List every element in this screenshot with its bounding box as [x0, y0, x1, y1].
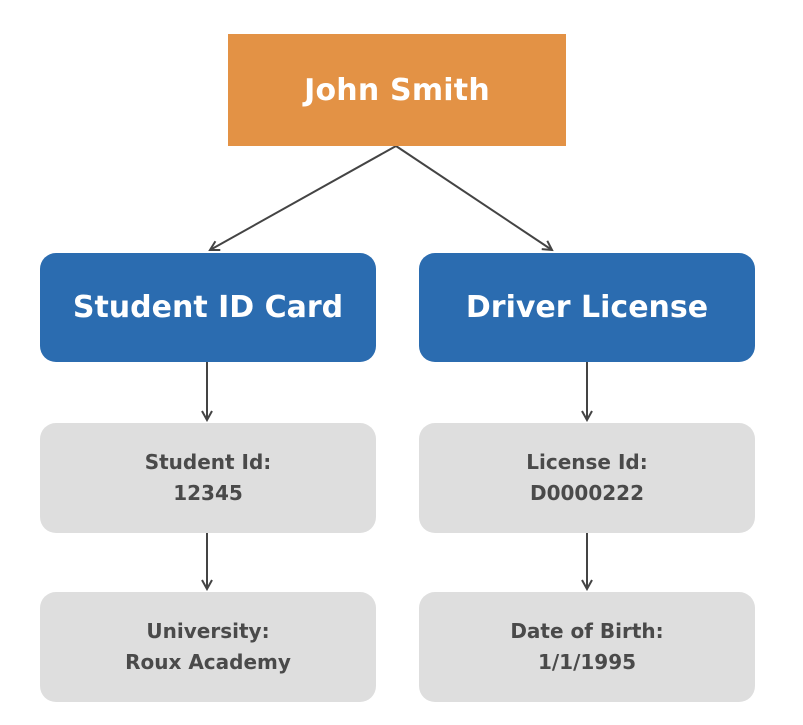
field-label: Date of Birth:: [510, 619, 664, 643]
field-value: D0000222: [529, 481, 644, 505]
info-node-date-of-birth: Date of Birth: 1/1/1995: [419, 592, 755, 702]
info-node-university: University: Roux Academy: [40, 592, 376, 702]
card-node-driver-license: Driver License: [419, 253, 755, 362]
root-node-label: John Smith: [304, 72, 490, 108]
field-value: Roux Academy: [125, 650, 291, 674]
card-node-label: Student ID Card: [72, 290, 344, 325]
field-label: Student Id:: [144, 450, 272, 474]
field-label: License Id:: [526, 450, 648, 474]
arrow-root-to-student-card: [210, 145, 397, 250]
card-node-label: Driver License: [465, 290, 709, 325]
info-node-license-id: License Id: D0000222: [419, 423, 755, 533]
field-value: 12345: [173, 481, 243, 505]
info-node-student-id: Student Id: 12345: [40, 423, 376, 533]
arrow-root-to-driver-license: [395, 145, 552, 250]
field-value: 1/1/1995: [537, 650, 637, 674]
card-node-student-id-card: Student ID Card: [40, 253, 376, 362]
root-node-person: John Smith: [228, 34, 566, 146]
field-label: University:: [146, 619, 270, 643]
